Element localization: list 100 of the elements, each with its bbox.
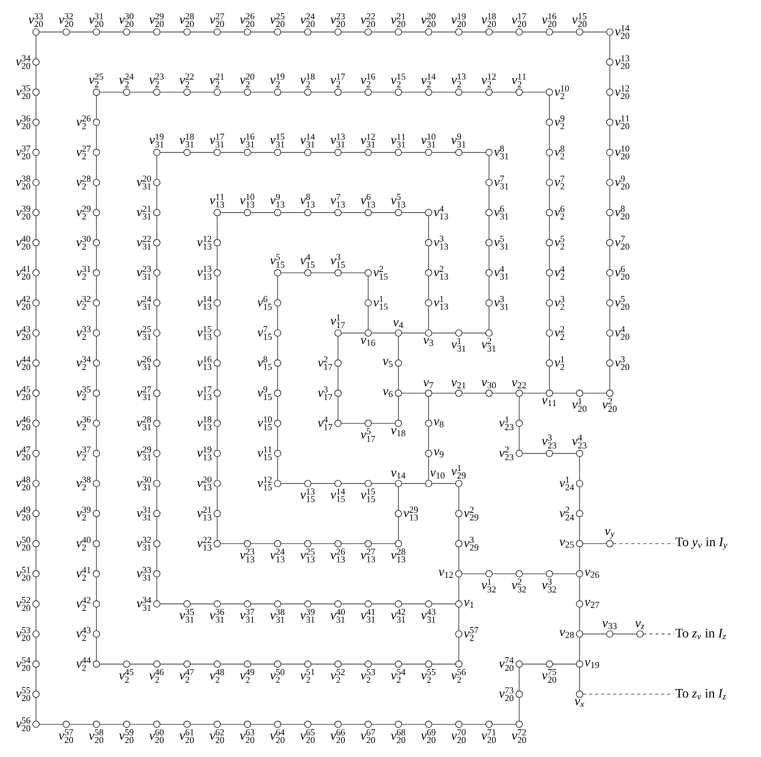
vertex-label: $v_{2}^{45}$ [119, 669, 134, 683]
vertex-label: $v_{20}^{47}$ [16, 446, 30, 460]
vertex-label: $v_{31}^{16}$ [240, 134, 254, 148]
edge-line [190, 724, 214, 725]
vertex-label: $v_{13}^{27}$ [360, 548, 376, 562]
edge-line [280, 272, 305, 274]
vertex-label: $v_{20}^{74}$ [499, 657, 514, 671]
edge-line [277, 456, 278, 480]
vertex-label: $v_{4}$ [393, 320, 404, 328]
edge-line [609, 306, 610, 330]
vertex-label: $v_{5}$ [382, 359, 393, 368]
vertex-label: $v_{13}^{2}$ [434, 266, 448, 280]
vertex-label: $v_{31}^{4}$ [494, 266, 508, 280]
vertex-label: $v_{31}^{11}$ [390, 134, 406, 148]
vertex-label: $v_{15}^{14}$ [330, 488, 346, 502]
vertex-label: $v_{20}^{64}$ [270, 729, 285, 744]
vertex-label: $v_{31}^{41}$ [360, 608, 375, 623]
vertex-label: $v_{20}^{45}$ [16, 386, 30, 400]
vertex-label: $v_{20}^{31}$ [88, 13, 104, 28]
vertex-label: $v_{2}^{39}$ [76, 506, 91, 520]
edge-line [432, 392, 456, 394]
edge-line [280, 212, 305, 213]
vertex-label: $v_{20}^{33}$ [28, 13, 43, 28]
edge-line [522, 573, 546, 574]
vertex-label: $v_{20}^{62}$ [210, 729, 224, 744]
edge-line [458, 486, 460, 510]
vertex-label: $v_{31}^{25}$ [136, 326, 151, 340]
vertex-label: $v_{31}^{38}$ [270, 608, 284, 623]
edge-line [160, 152, 184, 153]
edge-line [609, 336, 610, 360]
vertex-label: $v_{15}^{7}$ [257, 326, 272, 340]
edge-line [96, 126, 97, 150]
edge-line [277, 366, 278, 390]
vertex-label: $v_{13}^{18}$ [197, 416, 212, 430]
vertex-label: $v_{8}$ [434, 419, 444, 428]
vertex-label: $v_{1}$ [464, 600, 474, 608]
vertex-label: $v_{2}^{53}$ [360, 669, 376, 683]
vertex-label: $v_{20}^{32}$ [58, 13, 74, 28]
edge-line [250, 152, 274, 153]
vertex-label: $v_{13}^{26}$ [330, 548, 345, 562]
vertex-label: $v_{2}^{13}$ [451, 74, 466, 88]
edge-line [250, 724, 274, 725]
vertex-label: $v_{2}^{10}$ [554, 85, 569, 100]
vertex-label: $v_{31}^{36}$ [210, 608, 224, 623]
dashed-line [613, 543, 674, 544]
vertex-label: $v_{17}^{4}$ [318, 416, 332, 430]
edge-line [160, 92, 184, 93]
vertex-label: $v_{2}^{6}$ [554, 206, 564, 220]
edge-line [609, 95, 610, 120]
edge-line [250, 92, 274, 93]
vertex-label: $v_{32}^{2}$ [512, 578, 526, 592]
vertex-label: $v_{31}^{8}$ [494, 145, 508, 160]
edge-line [96, 156, 97, 180]
vertex-label: $v_{20}^{28}$ [180, 13, 194, 28]
edge-line [216, 306, 218, 330]
vertex-label: $v_{31}^{22}$ [136, 236, 151, 250]
text-label: $\mbox{To }y_{v}\mbox{ in }I_{y}$ [675, 538, 728, 550]
edge-line [492, 392, 516, 394]
edge-line [609, 276, 610, 300]
edge-line [96, 426, 97, 450]
vertex-label: $v_{13}^{25}$ [300, 548, 315, 562]
edge-line [402, 392, 426, 394]
edge-line [609, 186, 610, 210]
edge-line [280, 724, 305, 725]
edge-line [549, 186, 550, 210]
edge-line [341, 724, 365, 725]
edge-line [311, 483, 335, 484]
vertex-label: $v_{20}^{48}$ [16, 476, 30, 490]
vertex-label: $v_{13}^{5}$ [390, 194, 406, 208]
vertex-label: $v_{20}^{20}$ [421, 13, 436, 28]
vertex-label: $v_{20}^{44}$ [16, 356, 30, 370]
vertex-label: $v_{20}^{71}$ [482, 729, 496, 743]
vertex-label: $v_{31}^{35}$ [180, 608, 194, 623]
vertex-label: $v_{13}^{19}$ [197, 446, 212, 460]
vertex-label: $v_{31}^{30}$ [136, 476, 151, 490]
vertex-label: $v_{31}^{14}$ [300, 134, 315, 148]
edge-line [96, 216, 97, 240]
edge-line [341, 332, 365, 334]
vertex-label: $v_{z}$ [635, 621, 644, 630]
edge-line [100, 724, 124, 725]
edge-line [488, 216, 490, 240]
vertex-label: $v_{31}^{1}$ [451, 338, 466, 352]
edge-line [277, 276, 278, 300]
vertex-label: $v_{31}^{19}$ [149, 134, 164, 148]
edge-line [311, 92, 335, 93]
edge-line [579, 607, 580, 631]
edge-line [371, 543, 396, 544]
edge-line [341, 483, 365, 484]
vertex-label: $v_{20}^{35}$ [16, 85, 30, 100]
vertex-label: $v_{20}^{52}$ [16, 596, 30, 611]
vertex-label: $v_{2}^{52}$ [330, 669, 345, 683]
vertex-label: $v_{13}^{7}$ [330, 194, 345, 208]
vertex-label: $v_{2}^{19}$ [270, 74, 284, 88]
edge-line [398, 516, 399, 540]
vertex-label: $v_{31}^{21}$ [136, 206, 151, 220]
edge-line [156, 516, 158, 540]
edge-line [216, 246, 218, 270]
vertex-label: $v_{2}^{16}$ [360, 74, 376, 88]
edge-line [156, 306, 158, 330]
vertex-label: $v_{31}^{28}$ [136, 416, 151, 430]
